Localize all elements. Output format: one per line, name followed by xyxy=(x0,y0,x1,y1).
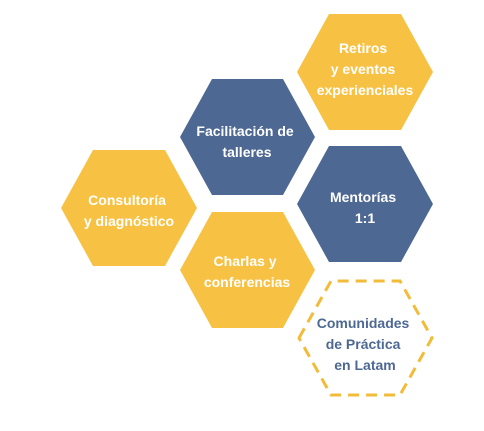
hex-facilitacion-label: Facilitación de talleres xyxy=(196,123,297,160)
hex-comunidades-line-1: Comunidades xyxy=(317,315,410,331)
hex-comunidades-label: Comunidades de Práctica en Latam xyxy=(317,315,413,373)
hex-retiros-shape xyxy=(297,14,433,130)
hex-consultoria: Consultoría y diagnóstico xyxy=(61,150,197,266)
hex-comunidades-shape xyxy=(297,279,434,397)
hex-charlas-line-1: Charlas y xyxy=(214,253,277,269)
hex-comunidades-line-3: en Latam xyxy=(334,357,395,373)
hex-retiros-line-2: y eventos xyxy=(331,61,396,77)
hex-consultoria-line-1: Consultoría xyxy=(88,192,166,208)
hex-charlas-shape xyxy=(180,212,315,328)
hex-retiros-line-1: Retiros xyxy=(339,40,387,56)
hex-mentorias-label: Mentorías 1:1 xyxy=(330,189,400,226)
hex-charlas: Charlas y conferencias xyxy=(180,212,315,328)
hex-consultoria-line-2: y diagnóstico xyxy=(84,213,174,229)
hex-facilitacion-line-2: talleres xyxy=(222,144,271,160)
hex-mentorias: Mentorías 1:1 xyxy=(297,146,433,262)
hex-consultoria-shape xyxy=(61,150,197,266)
hex-retiros: Retiros y eventos experienciales xyxy=(297,14,433,130)
hex-retiros-label: Retiros y eventos experienciales xyxy=(317,40,414,98)
hex-facilitacion-shape xyxy=(180,79,315,195)
hex-charlas-line-2: conferencias xyxy=(204,274,291,290)
hex-mentorias-line-1: Mentorías xyxy=(330,189,396,205)
hex-charlas-label: Charlas y conferencias xyxy=(204,253,291,290)
hex-comunidades-line-2: de Práctica xyxy=(326,336,401,352)
hex-facilitacion-line-1: Facilitación de xyxy=(196,123,293,139)
hex-mentorias-shape xyxy=(297,146,433,262)
hex-consultoria-label: Consultoría y diagnóstico xyxy=(84,192,174,229)
hex-comunidades: Comunidades de Práctica en Latam xyxy=(297,279,434,397)
hex-mentorias-line-2: 1:1 xyxy=(355,210,375,226)
hex-retiros-line-3: experienciales xyxy=(317,82,414,98)
hex-facilitacion: Facilitación de talleres xyxy=(180,79,315,195)
